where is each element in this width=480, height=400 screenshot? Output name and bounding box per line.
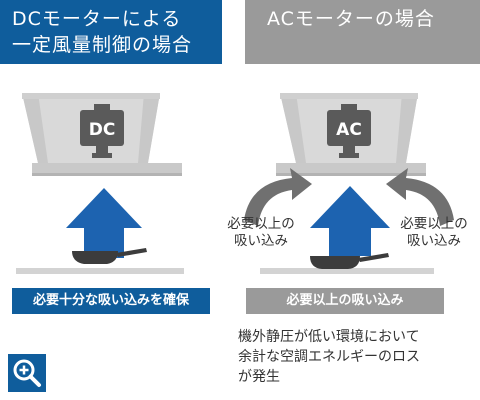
- ac-note: 機外静圧が低い環境において 余計な空調エネルギーのロス が発生: [238, 327, 478, 387]
- stove-top: [16, 268, 184, 274]
- motor-body: [327, 110, 371, 146]
- ac-title: ACモーターの場合: [267, 8, 435, 30]
- ac-title-box: ACモーターの場合: [245, 0, 480, 64]
- dc-scene: DC: [0, 70, 240, 290]
- ac-note-line2: 余計な空調エネルギーのロス: [238, 349, 420, 365]
- ac-airflow-arrow: [310, 186, 390, 256]
- ac-right-label: 必要以上の 吸い込み: [392, 216, 476, 250]
- ac-note-line3: が発生: [238, 369, 280, 385]
- dc-title-box: DCモーターによる 一定風量制御の場合: [0, 0, 222, 64]
- dc-caption-bar: 必要十分な吸い込みを確保: [12, 288, 210, 314]
- ac-right-label-line2: 吸い込み: [407, 233, 461, 249]
- hood-plate: [276, 163, 426, 173]
- motor-body: [80, 110, 124, 146]
- zoom-in-icon: [13, 359, 41, 387]
- motor-cap: [341, 104, 357, 110]
- ac-left-label-line1: 必要以上の: [227, 216, 295, 232]
- frying-pan: [72, 251, 118, 264]
- frying-pan: [310, 256, 360, 269]
- ac-scene: AC: [240, 70, 480, 290]
- ac-left-label: 必要以上の 吸い込み: [221, 216, 301, 250]
- ac-caption-bar: 必要以上の吸い込み: [246, 288, 444, 314]
- ac-hood-illustration: AC: [244, 93, 454, 274]
- dc-title-line2: 一定風量制御の場合: [12, 34, 193, 56]
- motor-cap: [94, 104, 110, 110]
- dc-title-line1: DCモーターによる: [12, 8, 182, 30]
- dc-hood-illustration: DC: [16, 93, 184, 274]
- ac-left-label-line2: 吸い込み: [234, 233, 288, 249]
- ac-side-arrow-right: [386, 168, 454, 226]
- dc-airflow-arrow: [66, 188, 142, 258]
- hood-plate: [32, 163, 182, 173]
- dc-motor-label: DC: [89, 120, 116, 140]
- ac-right-label-line1: 必要以上の: [400, 216, 468, 232]
- ac-note-line1: 機外静圧が低い環境において: [238, 329, 420, 345]
- stove-top: [260, 268, 434, 274]
- zoom-button[interactable]: [8, 354, 46, 392]
- ac-motor-label: AC: [336, 120, 362, 140]
- ac-side-arrow-left: [244, 168, 312, 226]
